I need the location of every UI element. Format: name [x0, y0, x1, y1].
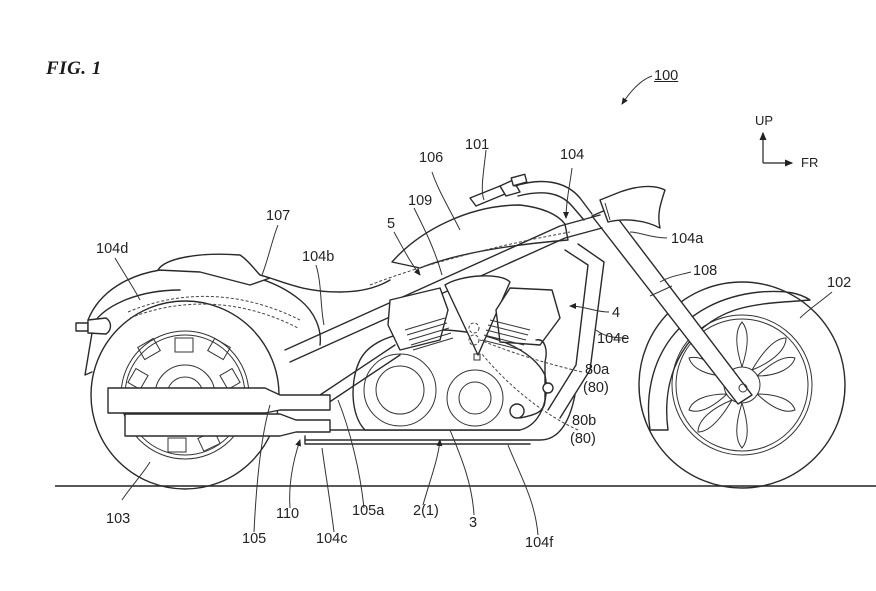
label-2-1: 2(1): [413, 503, 439, 519]
rear-fender-seat: [87, 253, 391, 346]
lower-frame-rail: [304, 435, 531, 445]
ref-100-arrow: [621, 75, 653, 105]
label-105: 105: [242, 531, 267, 547]
main-frame: [284, 214, 605, 441]
label-80a-group: (80): [583, 380, 609, 396]
muffler: [107, 387, 331, 437]
label-3: 3: [469, 515, 478, 531]
label-107: 107: [266, 208, 291, 224]
label-4: 4: [612, 305, 621, 321]
tail-light: [75, 317, 112, 376]
engine: [352, 275, 561, 431]
label-101: 101: [465, 137, 490, 153]
label-106: 106: [419, 150, 444, 166]
label-80a: 80a: [585, 362, 610, 378]
label-109: 109: [408, 193, 433, 209]
direction-axes-icon: [759, 131, 794, 167]
label-104a: 104a: [671, 231, 704, 247]
direction-front-label: FR: [801, 155, 819, 170]
label-102: 102: [827, 275, 852, 291]
figure-title: FIG. 1: [46, 58, 102, 79]
label-108: 108: [693, 263, 718, 279]
direction-up-label: UP: [755, 113, 774, 128]
label-5: 5: [387, 216, 396, 232]
label-105a: 105a: [352, 503, 385, 519]
label-104d: 104d: [96, 241, 129, 257]
ref-100: 100: [654, 68, 679, 84]
front-fender: [647, 290, 811, 431]
label-104: 104: [560, 147, 585, 163]
label-104c: 104c: [316, 531, 348, 547]
label-104b: 104b: [302, 249, 335, 265]
front-exhaust-pipe: [519, 339, 547, 419]
label-104e: 104e: [597, 331, 630, 347]
leader-lines: [114, 149, 833, 536]
label-110: 110: [276, 506, 300, 522]
label-80b: 80b: [572, 413, 597, 429]
label-104f: 104f: [525, 535, 554, 551]
headlight: [599, 185, 666, 229]
label-103: 103: [106, 511, 131, 527]
handlebar: [469, 173, 593, 221]
fuel-tank: [391, 204, 569, 269]
front-wheel: [638, 281, 846, 489]
label-80b-group: (80): [570, 431, 596, 447]
